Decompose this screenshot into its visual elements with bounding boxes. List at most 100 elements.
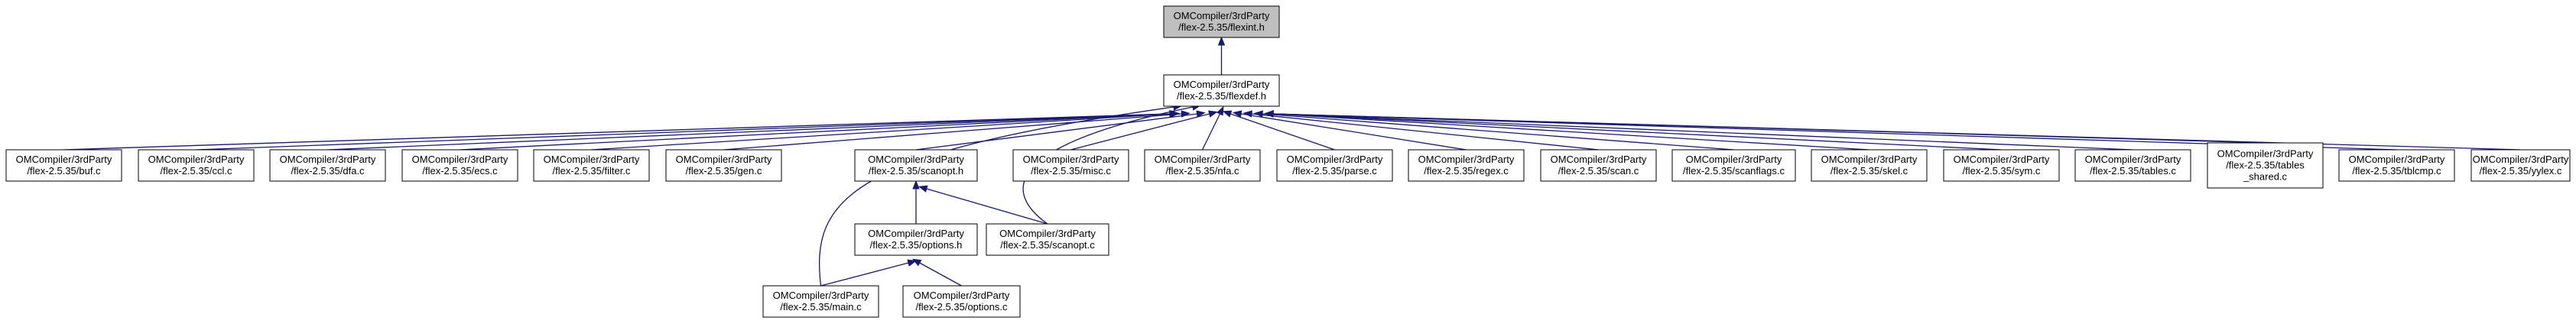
node-box [986, 223, 1109, 256]
node-label-line: OMCompiler/3rdParty [2085, 154, 2181, 165]
node-box [1163, 74, 1280, 107]
node-label-line: OMCompiler/3rdParty [1023, 154, 1119, 165]
nodes-layer: OMCompiler/3rdParty/flex-2.5.35/flexint.… [5, 5, 2571, 318]
node-label-line: OMCompiler/3rdParty [412, 154, 508, 165]
arrowhead-nfa_c-to-flexdef_h [1217, 105, 1224, 116]
node-options-c[interactable]: OMCompiler/3rdParty/flex-2.5.35/options.… [902, 285, 1021, 318]
node-scanopt-c[interactable]: OMCompiler/3rdParty/flex-2.5.35/scanopt.… [986, 223, 1109, 256]
node-ccl-c[interactable]: OMCompiler/3rdParty/flex-2.5.35/ccl.c [138, 149, 255, 182]
node-box [854, 223, 978, 256]
node-label-line: /flex-2.5.35/parse.c [1292, 165, 1377, 177]
arrowhead-options_h-to-scanopt_h [912, 180, 920, 190]
node-gen-c[interactable]: OMCompiler/3rdParty/flex-2.5.35/gen.c [665, 149, 782, 182]
node-main-c[interactable]: OMCompiler/3rdParty/flex-2.5.35/main.c [762, 285, 879, 318]
node-label-line: /flex-2.5.35/flexdef.h [1177, 90, 1266, 102]
node-box [1540, 149, 1657, 182]
node-tblcmp-c[interactable]: OMCompiler/3rdParty/flex-2.5.35/tblcmp.c [2338, 149, 2455, 182]
node-buf-c[interactable]: OMCompiler/3rdParty/flex-2.5.35/buf.c [5, 149, 122, 182]
node-label-line: /flex-2.5.35/scanopt.h [869, 165, 963, 177]
node-label-line: /flex-2.5.35/options.c [916, 301, 1008, 313]
node-label-line: /flex-2.5.35/dfa.c [291, 165, 365, 177]
node-label-line: OMCompiler/3rdParty [2473, 154, 2569, 165]
node-box [1943, 149, 2060, 182]
node-label-line: OMCompiler/3rdParty [868, 228, 964, 239]
node-scan-c[interactable]: OMCompiler/3rdParty/flex-2.5.35/scan.c [1540, 149, 1657, 182]
node-scanflags-c[interactable]: OMCompiler/3rdParty/flex-2.5.35/scanflag… [1671, 149, 1796, 182]
node-label-line: /flex-2.5.35/main.c [780, 301, 862, 313]
node-box [5, 149, 122, 182]
node-tables-c[interactable]: OMCompiler/3rdParty/flex-2.5.35/tables.c [2074, 149, 2191, 182]
node-box [2074, 149, 2191, 182]
node-label-line: /flex-2.5.35/tables.c [2090, 165, 2176, 177]
node-box [762, 285, 879, 318]
node-box [2470, 149, 2571, 182]
node-label-line: OMCompiler/3rdParty [1155, 154, 1251, 165]
node-label-line: /flex-2.5.35/tables [2226, 160, 2305, 171]
node-filter-c[interactable]: OMCompiler/3rdParty/flex-2.5.35/filter.c [533, 149, 650, 182]
arrowhead-misc_c-to-flexdef_h [1208, 110, 1218, 118]
node-box [138, 149, 255, 182]
edge-ecs_c-to-flexdef_h [460, 113, 1171, 151]
node-yylex-c[interactable]: OMCompiler/3rdParty/flex-2.5.35/yylex.c [2470, 149, 2571, 182]
node-box [2338, 149, 2455, 182]
node-tables-shared-c[interactable]: OMCompiler/3rdParty/flex-2.5.35/tables_s… [2207, 142, 2324, 189]
node-box [533, 149, 650, 182]
node-label-line: /flex-2.5.35/filter.c [553, 165, 631, 177]
node-options-h[interactable]: OMCompiler/3rdParty/flex-2.5.35/options.… [854, 223, 978, 256]
node-box [1012, 149, 1129, 182]
node-label-line: OMCompiler/3rdParty [773, 290, 869, 301]
node-box [1144, 149, 1261, 182]
node-label-line: /flex-2.5.35/scanflags.c [1683, 165, 1785, 177]
node-box [2207, 142, 2324, 189]
node-box [1408, 149, 1525, 182]
edge-regex_c-to-flexdef_h [1240, 113, 1467, 151]
node-label-line: OMCompiler/3rdParty [1287, 154, 1383, 165]
edge-misc_c-to-flexdef_h [1070, 113, 1210, 151]
node-box [1811, 149, 1928, 182]
node-flexdef-h[interactable]: OMCompiler/3rdParty/flex-2.5.35/flexdef.… [1163, 74, 1280, 107]
arrowhead-scanopt_h-to-flexdef_h [1196, 110, 1206, 118]
arrowhead-scan_c-to-flexdef_h [1243, 110, 1252, 118]
node-label-line: OMCompiler/3rdParty [914, 290, 1010, 301]
node-label-line: OMCompiler/3rdParty [1954, 154, 2050, 165]
node-box [1671, 149, 1796, 182]
edge-scanflags_c-to-flexdef_h [1262, 113, 1734, 151]
node-label-line: /flex-2.5.35/ccl.c [161, 165, 232, 177]
node-label-line: _shared.c [2243, 171, 2288, 183]
node-label-line: OMCompiler/3rdParty [868, 154, 964, 165]
arrowhead-yylex_c-to-flexdef_h [1264, 110, 1274, 118]
node-scanopt-h[interactable]: OMCompiler/3rdParty/flex-2.5.35/scanopt.… [854, 149, 978, 182]
node-sym-c[interactable]: OMCompiler/3rdParty/flex-2.5.35/sym.c [1943, 149, 2060, 182]
node-box [1276, 149, 1393, 182]
node-box [854, 149, 978, 182]
node-box [269, 149, 386, 182]
arrowhead-filter_c-to-flexdef_h [1170, 110, 1180, 118]
node-label-line: /flex-2.5.35/scanopt.c [1000, 239, 1095, 251]
node-label-line: /flex-2.5.35/skel.c [1830, 165, 1908, 177]
edge-options_c-to-options_h [919, 262, 962, 287]
edge-main_c-to-flexdef_h [818, 106, 1174, 287]
node-label-line: OMCompiler/3rdParty [2349, 154, 2445, 165]
node-ecs-c[interactable]: OMCompiler/3rdParty/flex-2.5.35/ecs.c [401, 149, 518, 182]
node-label-line: /flex-2.5.35/ecs.c [422, 165, 498, 177]
node-box [665, 149, 782, 182]
node-nfa-c[interactable]: OMCompiler/3rdParty/flex-2.5.35/nfa.c [1144, 149, 1261, 182]
edge-nfa_c-to-flexdef_h [1201, 113, 1221, 151]
node-skel-c[interactable]: OMCompiler/3rdParty/flex-2.5.35/skel.c [1811, 149, 1928, 182]
edge-filter_c-to-flexdef_h [591, 113, 1171, 151]
node-parse-c[interactable]: OMCompiler/3rdParty/flex-2.5.35/parse.c [1276, 149, 1393, 182]
node-label-line: OMCompiler/3rdParty [1174, 79, 1270, 90]
arrowhead-scanopt_c-to-scanopt_h [918, 185, 928, 193]
arrowhead-flexdef_h-to-flexint_h [1217, 36, 1226, 46]
node-dfa-c[interactable]: OMCompiler/3rdParty/flex-2.5.35/dfa.c [269, 149, 386, 182]
arrowhead-regex_c-to-flexdef_h [1232, 110, 1243, 118]
node-label-line: /flex-2.5.35/scan.c [1558, 165, 1639, 177]
node-label-line: /flex-2.5.35/sym.c [1963, 165, 2041, 177]
edge-buf_c-to-flexdef_h [63, 113, 1171, 151]
edge-scan_c-to-flexdef_h [1251, 113, 1599, 151]
node-label-line: OMCompiler/3rdParty [1686, 154, 1782, 165]
node-misc-c[interactable]: OMCompiler/3rdParty/flex-2.5.35/misc.c [1012, 149, 1129, 182]
node-regex-c[interactable]: OMCompiler/3rdParty/flex-2.5.35/regex.c [1408, 149, 1525, 182]
node-label-line: OMCompiler/3rdParty [1174, 10, 1270, 21]
